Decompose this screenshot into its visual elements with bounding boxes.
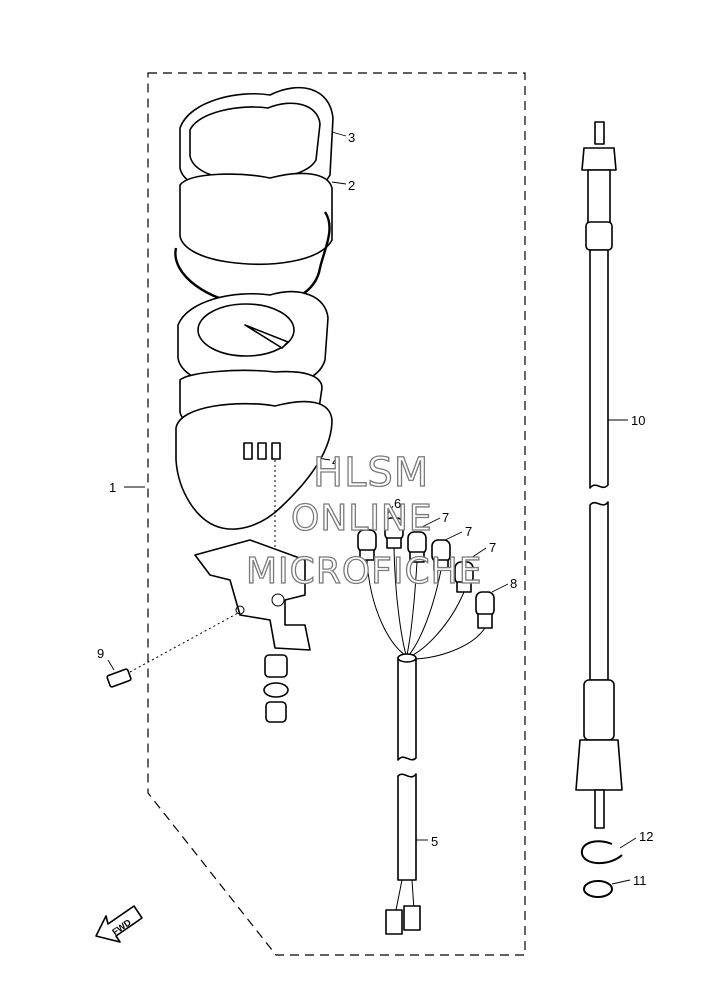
- callout-5: 5: [431, 834, 438, 849]
- callout-1: 1: [109, 480, 116, 495]
- callout-6: 6: [394, 496, 401, 511]
- callout-11: 11: [633, 873, 647, 888]
- bulb-3: [407, 531, 427, 563]
- bulb-6: [475, 591, 495, 629]
- callout-7c: 7: [489, 540, 496, 555]
- callout-9: 9: [97, 646, 104, 661]
- nut-stack-part: [263, 654, 289, 723]
- forward-arrow-icon: FWD: [95, 905, 143, 943]
- harness-cable-part: [385, 653, 421, 935]
- watermark-line-3: MICROFICHE: [246, 551, 482, 592]
- speedometer-cable-part: [575, 121, 623, 829]
- bezel-ring-part: [179, 86, 334, 198]
- callout-7b: 7: [465, 524, 472, 539]
- mounting-bracket-part: [194, 539, 311, 651]
- callout-8: 8: [510, 576, 517, 591]
- assembly-boundary: [147, 72, 526, 956]
- housing-cover-part: [179, 172, 333, 265]
- callout-10: 10: [631, 413, 645, 428]
- bulb-harness-part: [357, 517, 495, 660]
- circlip-part: [580, 840, 623, 865]
- callout-4: 4: [332, 454, 339, 469]
- watermark-line-2: ONLINE: [291, 498, 433, 539]
- bulb-2: [384, 517, 404, 549]
- callout-12: 12: [639, 829, 653, 844]
- callout-2: 2: [348, 178, 355, 193]
- callout-3: 3: [348, 130, 355, 145]
- watermark: HLSM ONLINE MICROFICHE: [245, 449, 482, 592]
- cable-o-ring-part: [583, 880, 613, 898]
- callout-7a: 7: [442, 510, 449, 525]
- bulb-4: [431, 539, 451, 571]
- leader-lines: [107, 131, 637, 885]
- lower-case-part: [175, 400, 333, 530]
- watermark-line-1: HLSM: [313, 450, 429, 496]
- bolt-part: [106, 611, 241, 688]
